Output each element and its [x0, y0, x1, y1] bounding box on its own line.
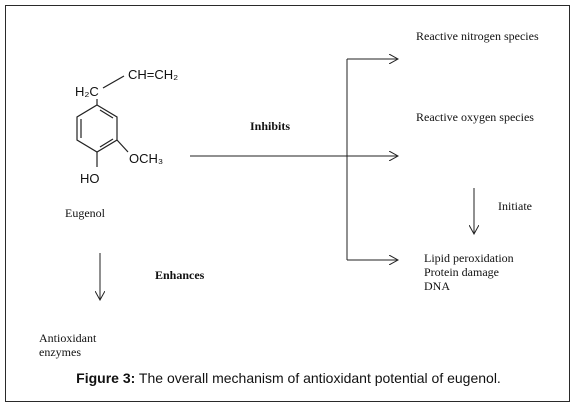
figure-caption: Figure 3: The overall mechanism of antio… — [0, 370, 577, 386]
caption-label: Figure 3: — [76, 370, 136, 386]
hydroxyl-label: HO — [80, 171, 100, 186]
figure-frame — [5, 5, 570, 402]
vinyl-label: CH=CH₂ — [128, 67, 179, 82]
benzene-ring — [76, 104, 118, 153]
antioxidant-line1: Antioxidant — [39, 331, 97, 345]
h2c-label: H₂C — [75, 84, 99, 99]
methoxy-label: OCH₃ — [129, 151, 164, 166]
eugenol-structure — [76, 75, 129, 167]
eugenol-name: Eugenol — [65, 206, 105, 220]
caption-text: The overall mechanism of antioxidant pot… — [135, 370, 501, 386]
bond-ring-och3 — [116, 139, 129, 153]
protein-damage-label: Protein damage — [424, 265, 499, 279]
dna-label: DNA — [424, 279, 450, 293]
lipid-peroxidation-label: Lipid peroxidation — [424, 251, 514, 265]
ros-label: Reactive oxygen species — [416, 110, 534, 124]
inhibits-label: Inhibits — [250, 119, 291, 133]
rns-label: Reactive nitrogen species — [416, 29, 539, 43]
bond-ch2-vinyl — [102, 75, 125, 89]
initiate-label: Initiate — [498, 199, 532, 213]
antioxidant-line2: enzymes — [39, 345, 81, 359]
enhances-label: Enhances — [155, 268, 205, 282]
